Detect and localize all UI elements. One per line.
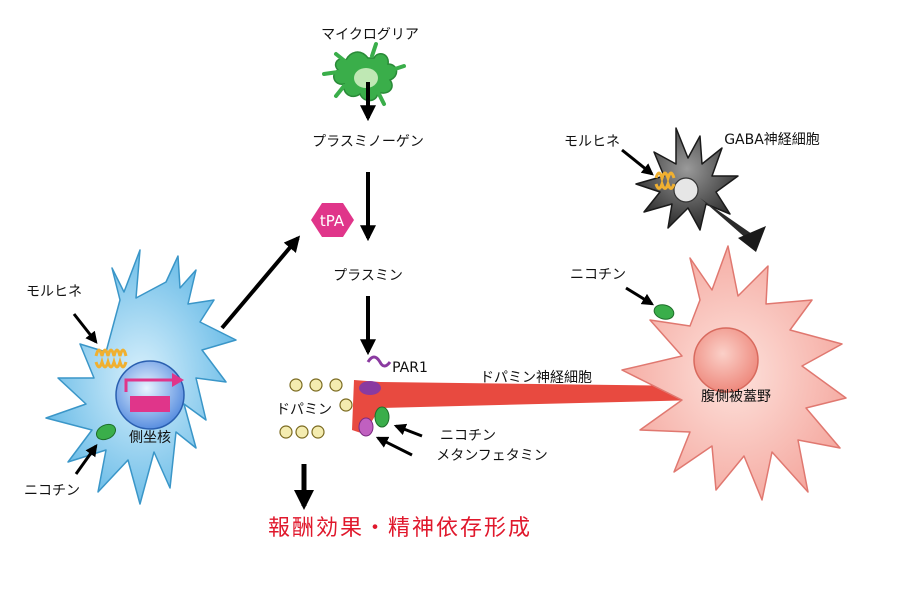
arrow-morphine-left [72, 313, 98, 344]
arrow-morphine-right [621, 148, 654, 176]
nicotine-receptor-center [374, 406, 390, 428]
par1-receptor [359, 355, 392, 395]
par1-label: PAR1 [392, 360, 428, 376]
outcome-label: 報酬効果・精神依存形成 [268, 516, 532, 541]
morphine-right-label: モルヒネ [564, 134, 620, 150]
plasmin-label: プラスミン [333, 268, 403, 284]
nicotine-center-label: ニコチン [440, 428, 496, 444]
arrow-methamphetamine [375, 436, 413, 457]
methamphetamine-label: メタンフェタミン [436, 448, 548, 464]
receptor-morphine-right [654, 171, 676, 190]
gaba-neuron-label: GABA神経細胞 [724, 132, 820, 148]
dopamine-vesicles [279, 378, 353, 439]
arrow-nicotine-center [393, 423, 423, 438]
nucleus-accumbens-neuron [45, 249, 237, 505]
morphine-left-label: モルヒネ [26, 284, 82, 300]
vta-label: 腹側被蓋野 [701, 388, 771, 405]
microglia-cell [322, 42, 406, 106]
nicotine-left-label: ニコチン [24, 483, 80, 499]
dopamine-neuron-axon [352, 380, 700, 434]
tpa-label: tPA [320, 212, 345, 230]
dopamine-neuron-label: ドパミン神経細胞 [480, 370, 592, 386]
arrow-nicotine-right [625, 286, 655, 306]
nucleus-accumbens-label: 側坐核 [129, 430, 171, 446]
gaba-neuron [635, 127, 766, 252]
arrow-nicotine-left [74, 444, 98, 475]
nicotine-right-label: ニコチン [570, 267, 626, 283]
tpa-hexagon: tPA [311, 203, 354, 237]
nicotine-receptor-right [653, 304, 675, 320]
vta-neuron [621, 245, 847, 501]
dopamine-transporter [358, 417, 374, 437]
arrow-nac-tpa [220, 235, 301, 330]
nicotine-receptor-left [95, 423, 117, 441]
receptor-morphine-left [94, 348, 128, 369]
microglia-label: マイクログリア [321, 27, 419, 43]
dopamine-label: ドパミン [276, 402, 332, 418]
plasminogen-label: プラスミノーゲン [312, 134, 424, 150]
